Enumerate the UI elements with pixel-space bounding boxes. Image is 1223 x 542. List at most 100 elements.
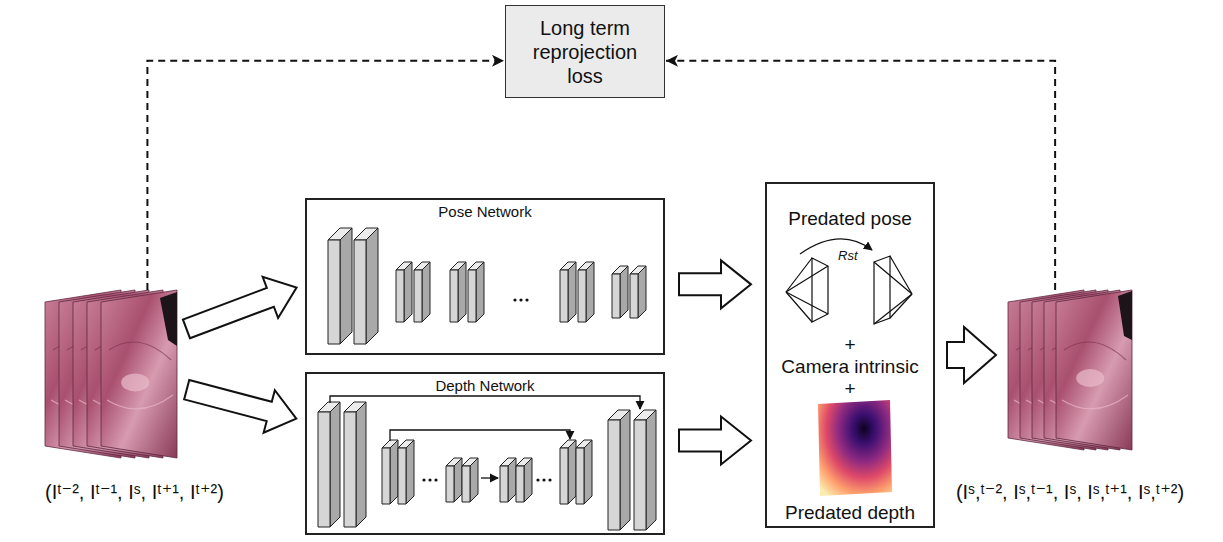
image-stack [1008, 290, 1132, 450]
tissue-highlight [121, 373, 149, 391]
tissue-fold [1062, 395, 1128, 409]
loss-arrow [147, 61, 504, 290]
warped-frames: (Iˢ,ᵗ⁻², Iˢ,ᵗ⁻¹, Iˢ, Iˢ,ᵗ⁺¹, Iˢ,ᵗ⁺²) [1008, 290, 1132, 450]
rotation-label: Rst [838, 248, 858, 264]
node-text: Long term reprojection loss [520, 16, 650, 88]
slab-front [608, 420, 620, 530]
instrument [1118, 291, 1132, 340]
slab-side [568, 262, 576, 322]
slab-side [584, 440, 592, 504]
layer-slab [560, 262, 576, 322]
camera-frustum [874, 256, 912, 324]
slab-side [340, 228, 352, 344]
ellipsis-dot [542, 478, 545, 481]
node-text: Depth Network [435, 377, 534, 395]
slab-front [414, 270, 422, 322]
camera-frustum [786, 258, 828, 322]
tissue-fold [109, 342, 171, 360]
instrument [160, 292, 177, 346]
output-box: Predated pose+Camera intrinsic+Predated … [765, 182, 935, 528]
slab-side [454, 458, 462, 502]
layer-slab [560, 440, 576, 504]
node-text: (Iˢ,ᵗ⁻², Iˢ,ᵗ⁻¹, Iˢ, Iˢ,ᵗ⁺¹, Iˢ,ᵗ⁺²) [956, 480, 1184, 504]
slab-side [638, 266, 646, 318]
slab-front [318, 412, 330, 527]
loss-box: Long term reprojection loss [505, 5, 665, 98]
node-text: Pose Network [438, 203, 531, 221]
frustum-edge [874, 294, 912, 324]
layer-slab [462, 458, 478, 502]
layer-slab [446, 458, 462, 502]
frustum-edge [786, 258, 812, 292]
slab-front [354, 240, 366, 344]
frustum-edge [786, 292, 812, 322]
node-text: Predated depth [785, 502, 915, 525]
ellipsis-dot [536, 478, 539, 481]
tissue-highlight [1076, 369, 1104, 387]
flow-arrow [183, 277, 297, 338]
slab-side [406, 440, 414, 504]
rotation-arrow [800, 239, 872, 254]
node-text: Predated pose [788, 208, 912, 231]
slab-front [328, 240, 340, 344]
ellipsis-dot [519, 298, 522, 301]
slab-front [630, 274, 638, 318]
frustum-edge [786, 292, 828, 314]
layer-slab [576, 440, 592, 504]
slab-side [620, 410, 630, 530]
slab-side [330, 402, 340, 527]
slab-front [446, 466, 454, 502]
node-text: (Iᵗ⁻², Iᵗ⁻¹, Iˢ, Iᵗ⁺¹, Iᵗ⁺²) [45, 480, 224, 504]
node-text: Camera intrinsic [781, 356, 918, 379]
slab-side [366, 228, 378, 344]
layer-slab [344, 402, 366, 527]
skip-connection [330, 396, 640, 409]
slab-front [612, 274, 620, 318]
slab-side [620, 266, 628, 318]
frustum-edge [786, 266, 828, 292]
loss-arrow [666, 61, 1055, 290]
frustum-edge [890, 294, 912, 318]
slab-front [450, 270, 458, 322]
slab-side [422, 262, 430, 322]
layer-slab [398, 440, 414, 504]
ellipsis-dot [422, 478, 425, 481]
slab-front [578, 270, 586, 322]
slab-side [508, 458, 516, 502]
layer-slab [414, 262, 430, 322]
slab-front [462, 466, 470, 502]
slab-side [356, 402, 366, 527]
input-frames: (Iᵗ⁻², Iᵗ⁻¹, Iˢ, Iᵗ⁺¹, Iᵗ⁺²) [45, 290, 178, 458]
layer-slab [318, 402, 340, 527]
node-text: + [844, 334, 855, 357]
video-frame [101, 290, 177, 458]
slab-front [576, 448, 584, 504]
network-box: Pose Network [305, 198, 665, 355]
skip-connection [390, 430, 570, 441]
slab-front [344, 412, 356, 527]
slab-side [524, 458, 532, 502]
slab-front [560, 448, 568, 504]
flow-arrow [947, 327, 996, 383]
frustum-edge [874, 262, 912, 294]
layer-slab [354, 228, 378, 344]
slab-side [470, 458, 478, 502]
layer-slab [450, 262, 466, 322]
layer-slab [328, 228, 352, 344]
layer-slab [516, 458, 532, 502]
image-stack [45, 290, 177, 458]
layer-slab [396, 262, 412, 322]
slab-front [634, 420, 646, 530]
ellipsis-dot [525, 298, 528, 301]
layer-slab [634, 410, 656, 530]
ellipsis-dot [434, 478, 437, 481]
frustum-edge [890, 256, 912, 294]
tissue-fold [107, 395, 173, 409]
flow-arrow [679, 260, 751, 308]
layer-slab [468, 262, 484, 322]
ellipsis-dot [548, 478, 551, 481]
slab-side [390, 440, 398, 504]
flow-arrow [679, 416, 751, 464]
ellipsis-dot [513, 298, 516, 301]
